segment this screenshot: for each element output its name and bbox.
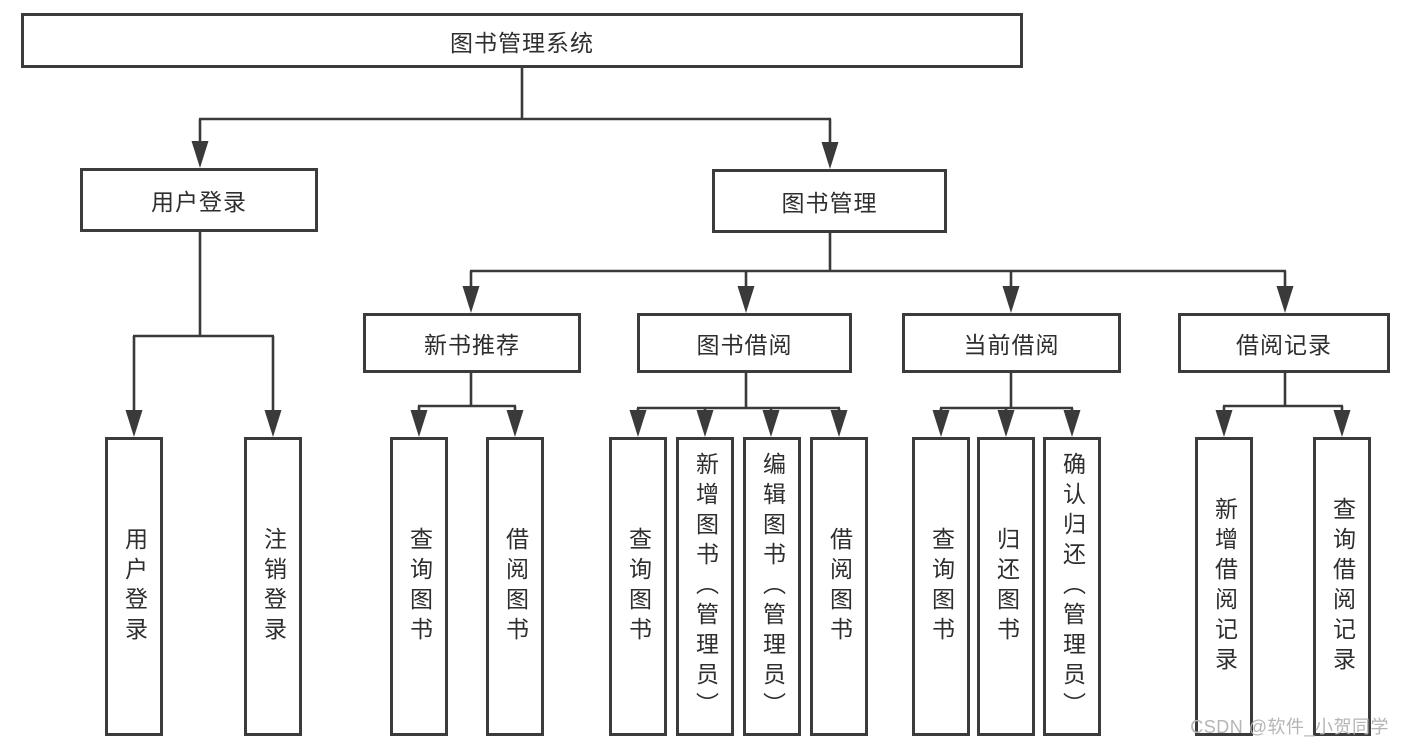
node-label: 查询借阅记录 [1329,496,1356,677]
node-label: 借阅图书 [826,526,853,647]
leaf-query-borrow-record: 查询借阅记录 [1313,437,1371,736]
leaf-add-book-admin: 新增图书（管理员） [676,437,734,736]
node-user-login-branch: 用户登录 [80,168,318,232]
node-label: 注销登录 [260,526,287,647]
node-label: 借阅记录 [1236,332,1332,358]
node-label: 编辑图书（管理员） [759,451,786,722]
node-borrow-records: 借阅记录 [1178,313,1390,373]
leaf-confirm-return-admin: 确认归还（管理员） [1043,437,1101,736]
node-label: 确认归还（管理员） [1059,451,1086,722]
node-new-book-recommend: 新书推荐 [363,313,581,373]
node-label: 当前借阅 [963,332,1060,358]
leaf-query-book-borrowing: 查询图书 [609,437,667,736]
leaf-logout: 注销登录 [244,437,302,736]
leaf-query-book-newrec: 查询图书 [390,437,448,736]
watermark: CSDN @软件_小贺同学 [1190,717,1389,737]
node-label: 图书管理系统 [450,29,594,56]
node-book-management: 图书管理 [712,169,947,233]
leaf-user-login: 用户登录 [105,437,163,736]
leaf-borrow-book-borrowing: 借阅图书 [810,437,868,736]
node-label: 查询图书 [406,526,433,647]
leaf-query-book-current: 查询图书 [912,437,970,736]
node-label: 新增借阅记录 [1211,496,1238,677]
node-label: 新增图书（管理员） [692,451,719,722]
leaf-return-book: 归还图书 [977,437,1035,736]
node-label: 查询图书 [625,526,652,647]
leaf-borrow-book-newrec: 借阅图书 [486,437,544,736]
node-label: 新书推荐 [424,332,520,358]
leaf-edit-book-admin: 编辑图书（管理员） [743,437,801,736]
leaf-add-borrow-record: 新增借阅记录 [1195,437,1253,736]
node-book-borrowing: 图书借阅 [637,313,852,373]
node-label: 查询图书 [928,526,955,647]
node-label: 图书管理 [781,190,878,216]
node-label: 借阅图书 [502,526,529,647]
node-label: 用户登录 [151,189,247,215]
node-label: 用户登录 [121,526,148,647]
node-label: 图书借阅 [696,332,793,358]
node-label: 归还图书 [993,526,1020,647]
node-library-system: 图书管理系统 [21,13,1023,68]
node-current-borrowing: 当前借阅 [902,313,1121,373]
